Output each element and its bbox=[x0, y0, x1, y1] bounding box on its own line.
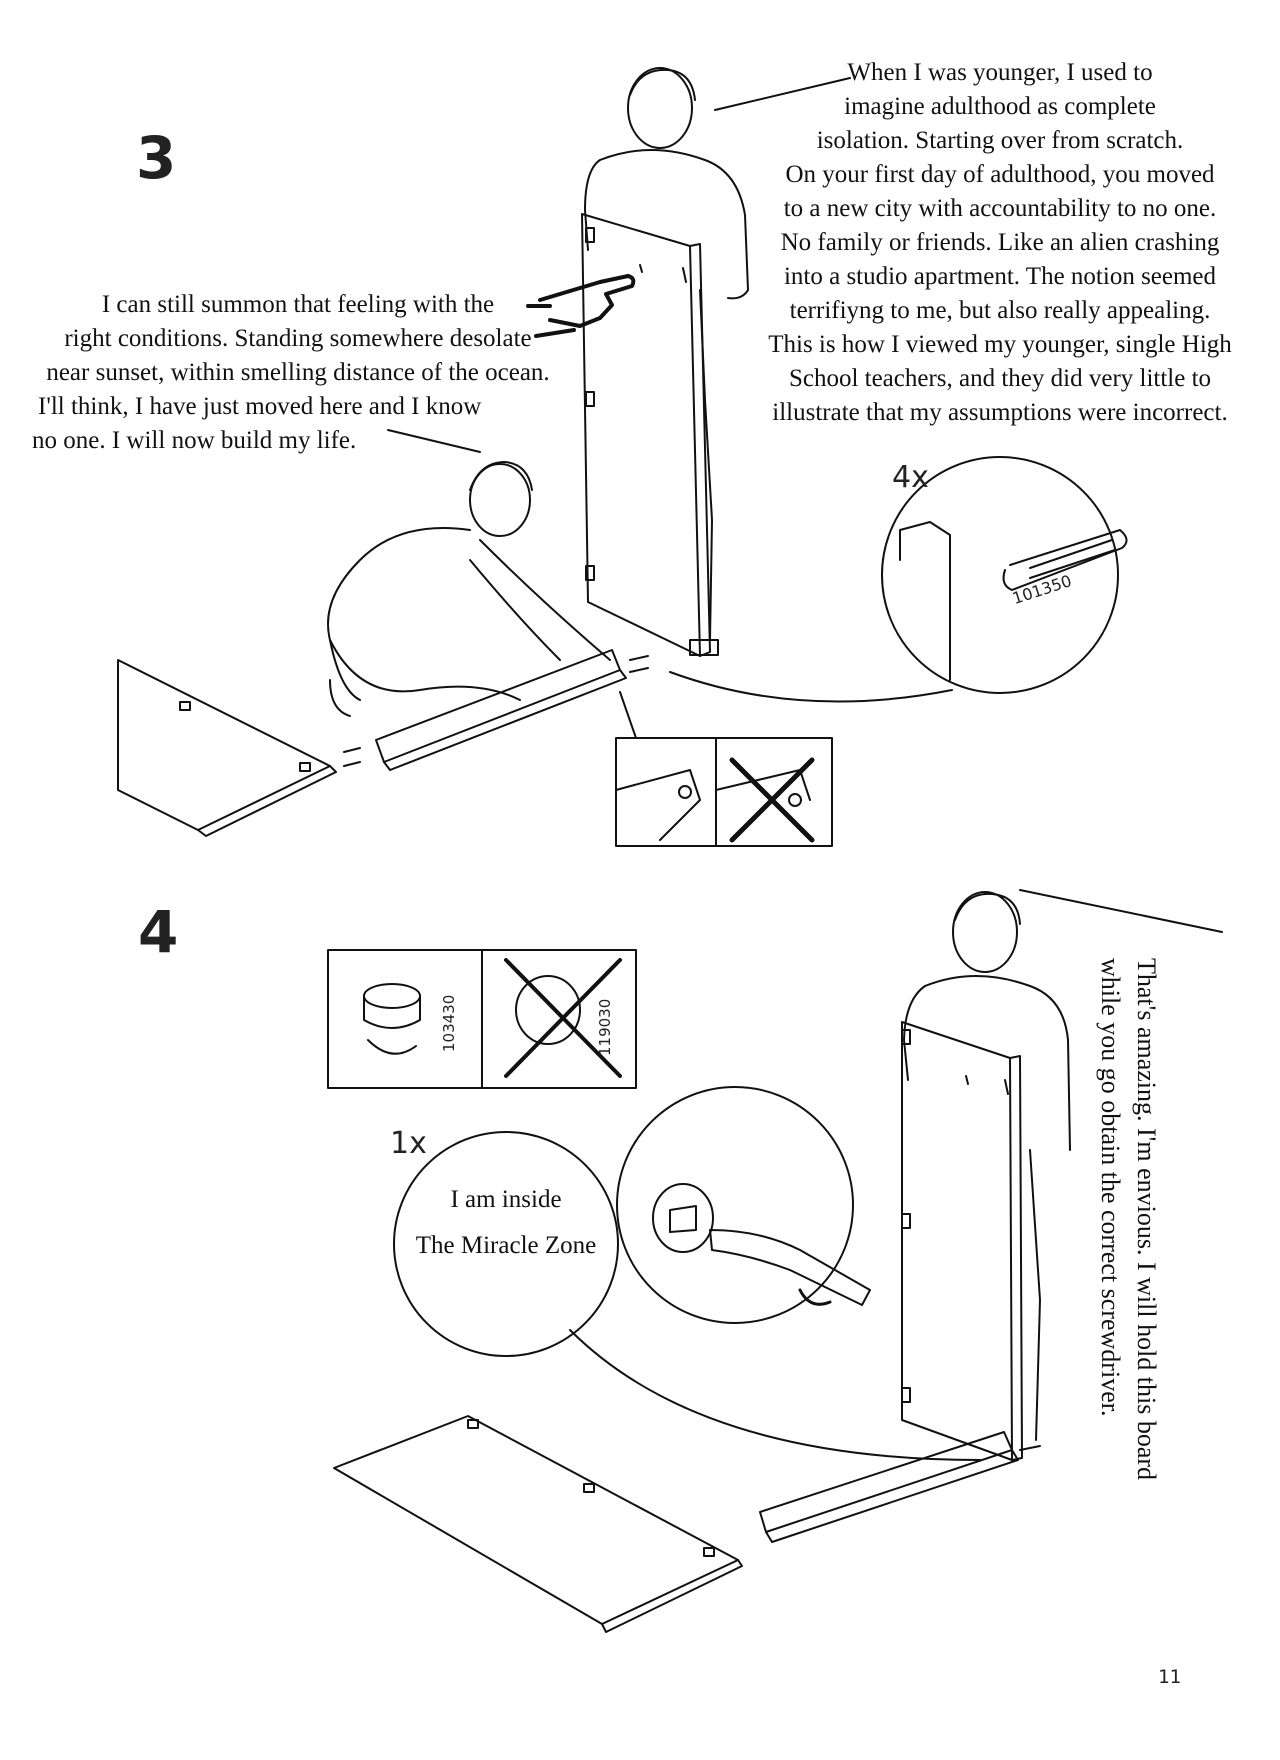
speech-pointer-line bbox=[1019, 889, 1223, 933]
quote-line: terrifiyng to me, but also really appeal… bbox=[789, 297, 1211, 324]
crouching-man-step3 bbox=[327, 461, 611, 717]
speech-pointer-line bbox=[387, 429, 481, 453]
part-check-boxes bbox=[327, 949, 637, 1089]
quote-line: right conditions. Standing somewhere des… bbox=[64, 325, 532, 352]
tall-panel-step3 bbox=[581, 213, 711, 657]
cam-count-label: 1x bbox=[390, 1126, 427, 1161]
speech-bubble: I am inside The Miracle Zone bbox=[392, 1130, 620, 1358]
dowel-detail-circle bbox=[669, 456, 1128, 703]
quote-right-step3: When I was younger, I used to imagine ad… bbox=[760, 56, 1240, 430]
quote-line: near sunset, within smelling distance of… bbox=[46, 359, 550, 386]
rail-board-step3 bbox=[343, 649, 649, 771]
quote-line: imagine adulthood as complete bbox=[844, 93, 1156, 120]
quote-left-step3: I can still summon that feeling with the… bbox=[28, 288, 568, 458]
orientation-check-boxes bbox=[615, 691, 833, 847]
quote-line: to a new city with accountability to no … bbox=[783, 195, 1217, 222]
quote-line: no one. I will now build my life. bbox=[32, 427, 357, 454]
quote-line: into a studio apartment. The notion seem… bbox=[783, 263, 1217, 290]
quote-line: illustrate that my assumptions were inco… bbox=[772, 399, 1228, 426]
quote-line: That's amazing. I'm envious. I will hold… bbox=[1132, 958, 1161, 1481]
standing-man-step4 bbox=[903, 891, 1071, 1441]
quote-line: On your first day of adulthood, you move… bbox=[785, 161, 1215, 188]
rail-board-step4 bbox=[759, 1431, 1041, 1543]
floor-panel-step4 bbox=[333, 1415, 743, 1633]
dowel-count-label: 4x bbox=[892, 460, 929, 495]
quote-line: while you go obtain the correct screwdri… bbox=[1096, 958, 1125, 1417]
quote-line: No family or friends. Like an alien cras… bbox=[780, 229, 1220, 256]
quote-line: isolation. Starting over from scratch. bbox=[816, 127, 1184, 154]
bubble-line: The Miracle Zone bbox=[415, 1232, 597, 1259]
step-number: 3 bbox=[136, 124, 177, 192]
quote-line: I can still summon that feeling with the bbox=[101, 291, 495, 318]
quote-line: School teachers, and they did very littl… bbox=[788, 365, 1212, 392]
bubble-line: I am inside bbox=[450, 1186, 562, 1213]
quote-line: This is how I viewed my younger, single … bbox=[768, 331, 1232, 358]
page-number: 11 bbox=[1158, 1666, 1181, 1688]
floor-panel-step3 bbox=[117, 659, 337, 837]
step-number: 4 bbox=[138, 898, 179, 966]
speech-pointer-line bbox=[714, 77, 851, 111]
cam-detail-circle bbox=[569, 1086, 981, 1461]
quote-line: When I was younger, I used to bbox=[847, 59, 1153, 86]
pointing-hand-icon bbox=[526, 274, 636, 338]
quote-line: I'll think, I have just moved here and I… bbox=[38, 393, 482, 420]
